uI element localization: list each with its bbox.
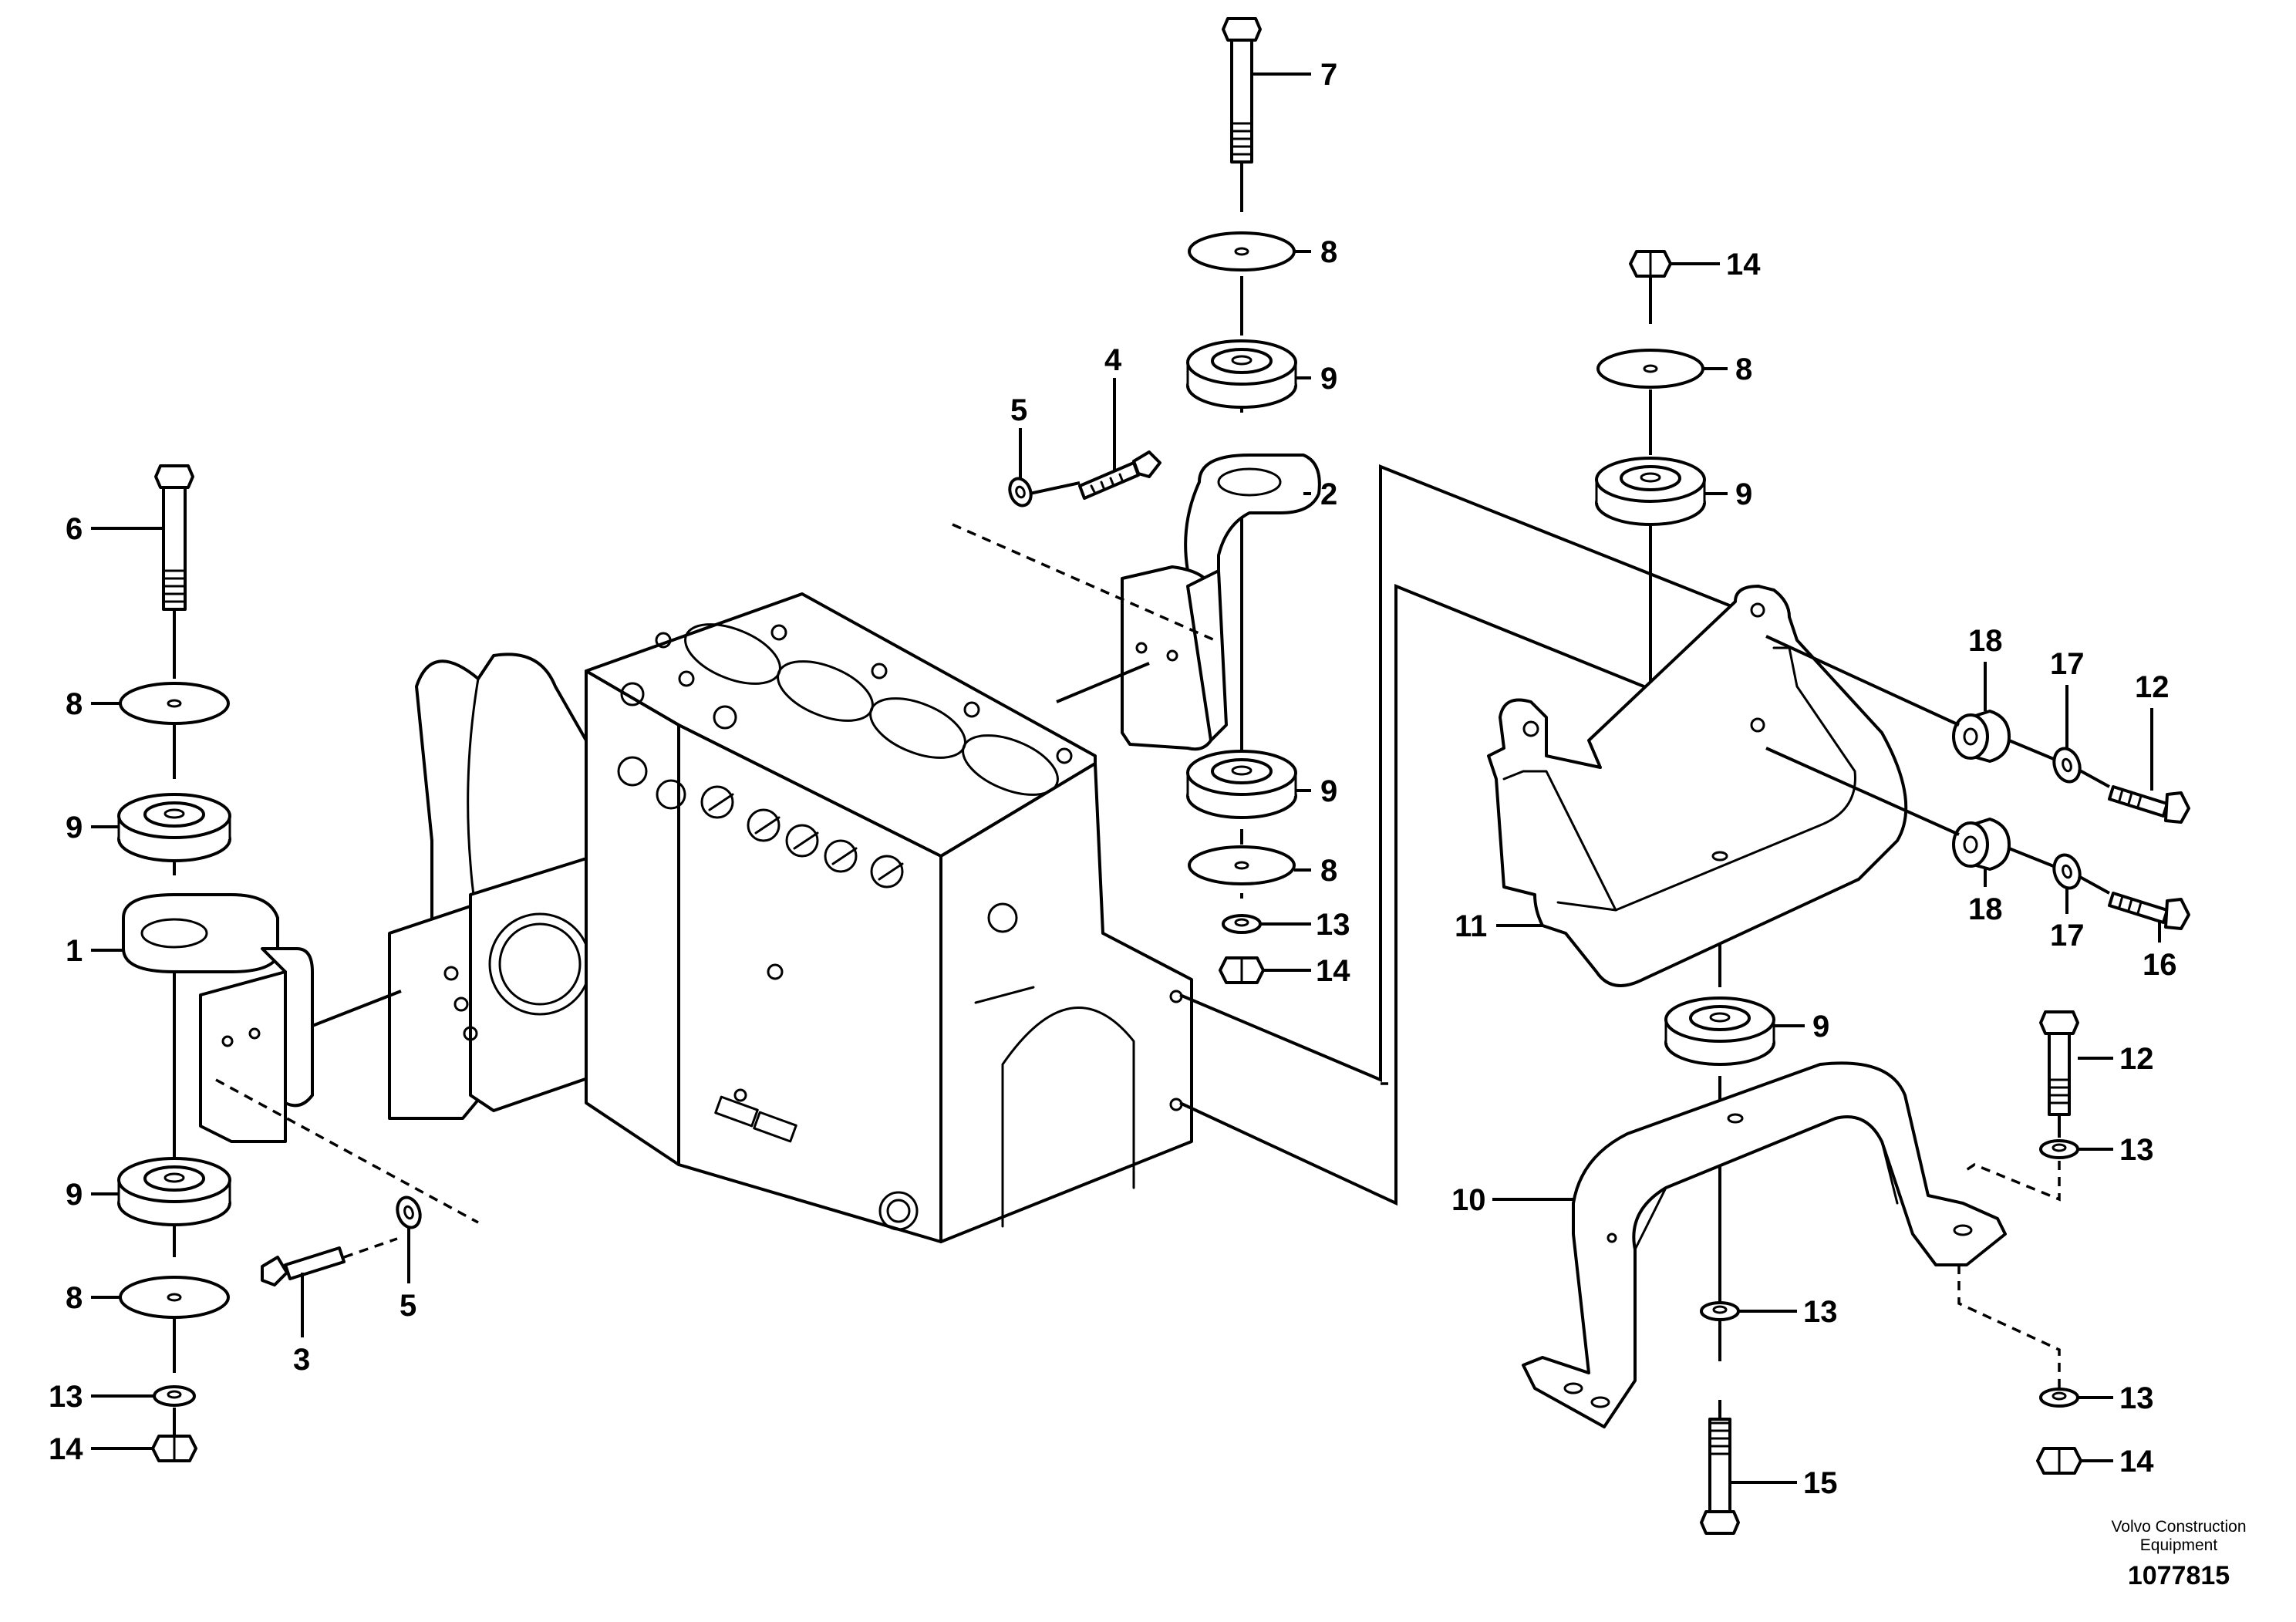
callout-9-right-top: 9 bbox=[1735, 477, 1752, 511]
callout-14-right-top: 14 bbox=[1726, 248, 1761, 282]
callout-9-left-bottom: 9 bbox=[66, 1178, 83, 1212]
callout-8-right: 8 bbox=[1735, 352, 1752, 386]
callout-11: 11 bbox=[1455, 909, 1487, 943]
callout-8-top: 8 bbox=[1320, 235, 1337, 269]
callout-13-right-top: 13 bbox=[2119, 1133, 2154, 1167]
callout-9-mid: 9 bbox=[1320, 774, 1337, 808]
callout-14-mid: 14 bbox=[1316, 954, 1350, 988]
callout-17-top: 17 bbox=[2050, 647, 2085, 681]
callout-16: 16 bbox=[2143, 948, 2177, 982]
callout-18-bottom: 18 bbox=[1968, 892, 2003, 926]
callout-5-top: 5 bbox=[1010, 393, 1027, 427]
callout-4: 4 bbox=[1104, 343, 1122, 377]
callout-leaders bbox=[91, 73, 2161, 1484]
callout-9-left-top: 9 bbox=[66, 811, 83, 845]
callout-12-top: 12 bbox=[2135, 670, 2170, 704]
center-mount-stack bbox=[952, 17, 1321, 984]
callout-13-center: 13 bbox=[1803, 1295, 1838, 1329]
callout-8-left-bottom: 8 bbox=[66, 1281, 83, 1315]
callout-17-bottom: 17 bbox=[2050, 919, 2085, 953]
reference-number: 1077815 bbox=[2128, 1561, 2230, 1590]
callout-6: 6 bbox=[66, 512, 83, 546]
callout-13-right-bottom: 13 bbox=[2119, 1381, 2154, 1415]
footer-branding: Volvo Construction Equipment 1077815 bbox=[2111, 1518, 2246, 1590]
bolt-6 bbox=[154, 464, 194, 489]
callout-1: 1 bbox=[66, 934, 83, 968]
callout-14-right-bottom: 14 bbox=[2119, 1445, 2154, 1479]
callout-5-bottom: 5 bbox=[400, 1289, 416, 1323]
callout-18-top: 18 bbox=[1968, 624, 2003, 658]
callout-labels: 7 8 9 4 5 2 9 8 13 14 6 8 9 1 9 8 13 14 … bbox=[49, 58, 2177, 1500]
callout-13-mid: 13 bbox=[1316, 908, 1350, 942]
callout-8-mid: 8 bbox=[1320, 854, 1337, 888]
callout-7: 7 bbox=[1320, 58, 1337, 92]
callout-15: 15 bbox=[1803, 1466, 1838, 1500]
callout-9-right-bottom: 9 bbox=[1812, 1010, 1829, 1044]
brand-line-2: Equipment bbox=[2140, 1536, 2218, 1554]
callout-13-left: 13 bbox=[49, 1380, 83, 1414]
brand-line-1: Volvo Construction bbox=[2111, 1518, 2246, 1536]
engine-block bbox=[388, 592, 1193, 1243]
callout-12-bottom: 12 bbox=[2119, 1042, 2154, 1076]
callout-2: 2 bbox=[1320, 477, 1337, 511]
callout-10: 10 bbox=[1451, 1183, 1486, 1217]
callout-8-left-top: 8 bbox=[66, 687, 83, 721]
callout-9-top: 9 bbox=[1320, 362, 1337, 396]
callout-14-left: 14 bbox=[49, 1432, 83, 1466]
callout-3: 3 bbox=[293, 1343, 310, 1377]
right-mount-assembly bbox=[1179, 250, 2190, 1535]
bolt-7 bbox=[1222, 17, 1262, 42]
